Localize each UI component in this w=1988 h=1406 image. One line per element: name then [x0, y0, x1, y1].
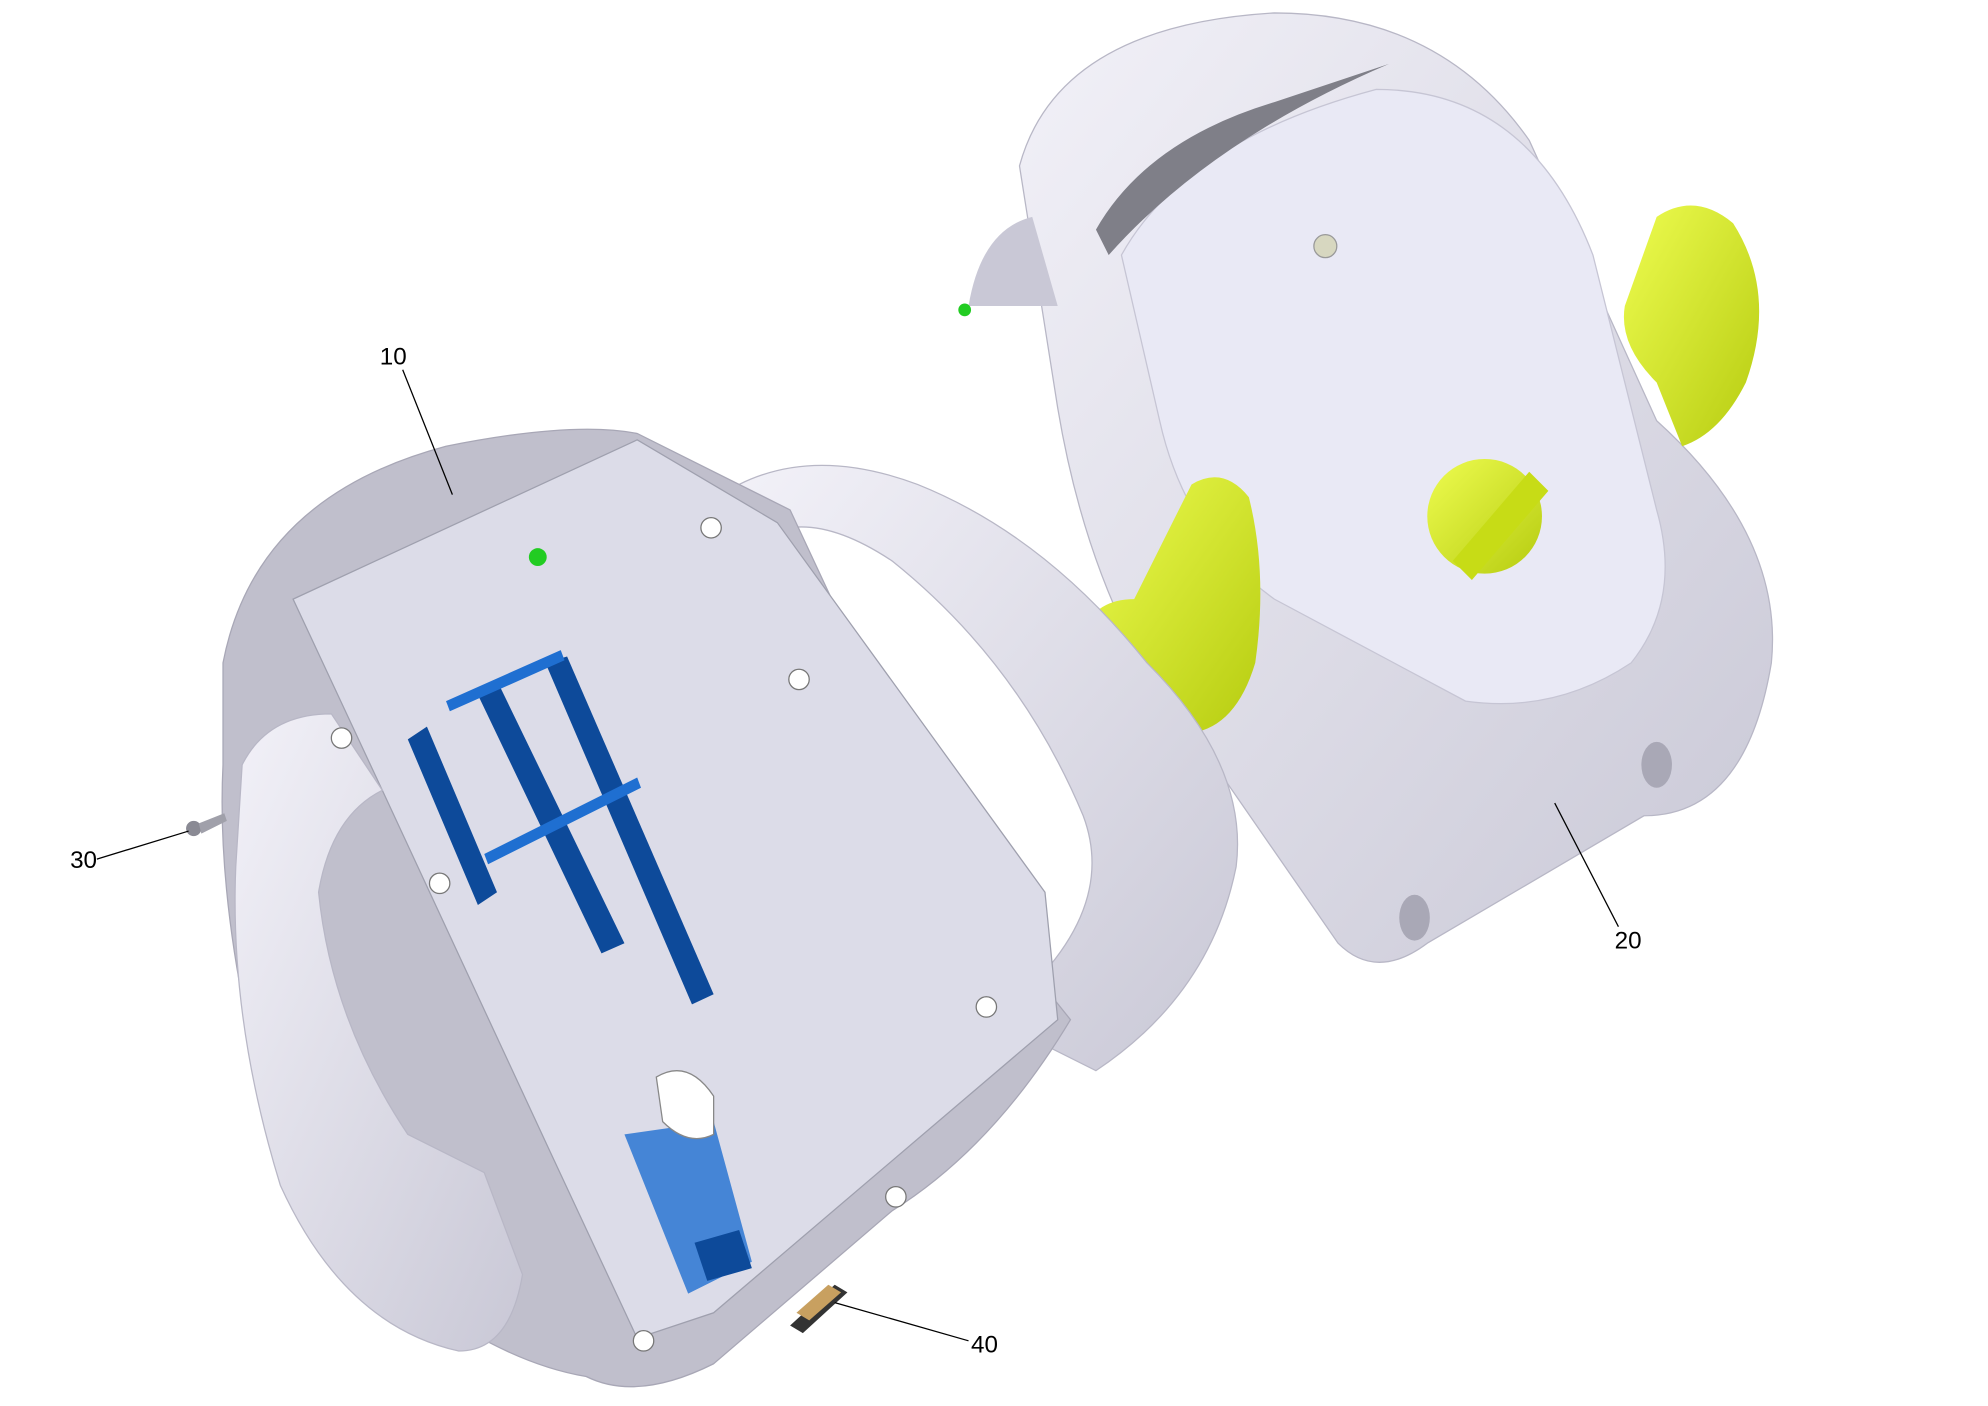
blue-ribs	[407, 650, 752, 1294]
yellow-knob-right	[1623, 205, 1760, 447]
yellow-center-knob	[1427, 458, 1549, 581]
callout-10: 10	[380, 344, 407, 371]
callout-40: 40	[971, 1331, 998, 1358]
part-40-clip	[790, 1284, 848, 1334]
green-plug-icon	[958, 303, 972, 317]
part-10-handle-housing	[221, 428, 1239, 1388]
callout-20: 20	[1615, 927, 1642, 954]
leader-lines	[96, 369, 1620, 1342]
green-plug-icon	[528, 548, 547, 567]
part-30-screw	[186, 813, 227, 837]
callout-30: 30	[70, 847, 97, 874]
part-20-front-cover	[958, 12, 1774, 963]
